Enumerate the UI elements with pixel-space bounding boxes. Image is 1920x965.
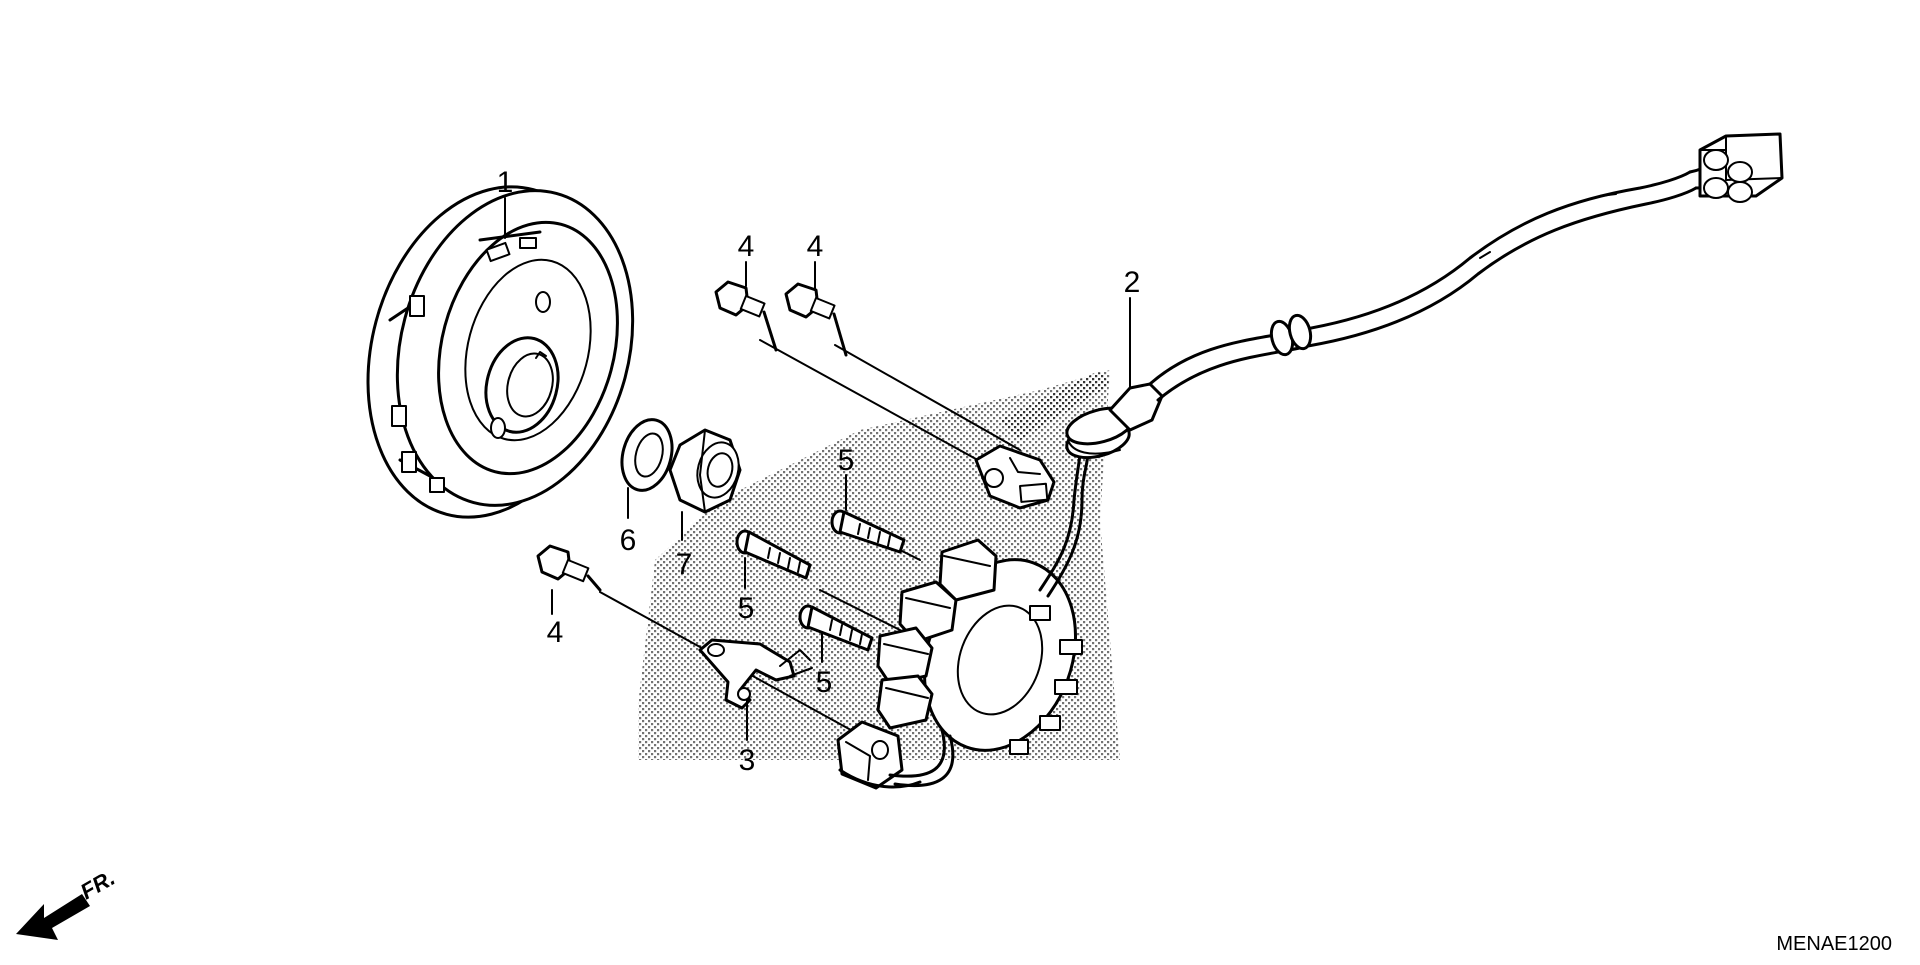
stator-bolt-mid — [735, 529, 812, 580]
harness-connector — [1688, 132, 1784, 203]
callouts: 1 2 3 4 4 4 5 5 5 6 7 — [497, 166, 1141, 777]
callout-leaders — [504, 197, 1131, 741]
callout-7: 7 — [676, 548, 693, 581]
stator-bolt-low — [798, 604, 874, 652]
stator — [836, 538, 1083, 790]
callout-6: 6 — [620, 524, 637, 557]
callout-3: 3 — [739, 744, 756, 777]
bolt-lower — [536, 544, 602, 592]
callout-5-low: 5 — [816, 666, 833, 699]
nut — [668, 428, 742, 514]
bolt-upper-left — [714, 280, 778, 352]
callout-2: 2 — [1124, 266, 1141, 299]
callout-4-upper-right: 4 — [807, 230, 824, 263]
bolt-upper-right — [784, 282, 848, 357]
callout-1: 1 — [497, 166, 514, 199]
front-arrow-icon — [16, 894, 90, 940]
flywheel — [366, 185, 635, 519]
callout-4-lower: 4 — [547, 616, 564, 649]
harness-wiring — [838, 453, 1090, 789]
callout-5-top: 5 — [838, 444, 855, 477]
drawing-code: MENAE1200 — [1776, 933, 1892, 955]
callout-5-mid: 5 — [738, 592, 755, 625]
main-cable — [1148, 170, 1698, 402]
grommet — [1065, 382, 1164, 460]
front-direction-indicator: FR. — [16, 865, 119, 940]
wire-clamp — [698, 638, 813, 710]
stator-bolt-top — [830, 509, 906, 554]
washer — [620, 418, 674, 492]
callout-4-upper-left: 4 — [738, 230, 755, 263]
pickup-sensor — [974, 444, 1056, 510]
